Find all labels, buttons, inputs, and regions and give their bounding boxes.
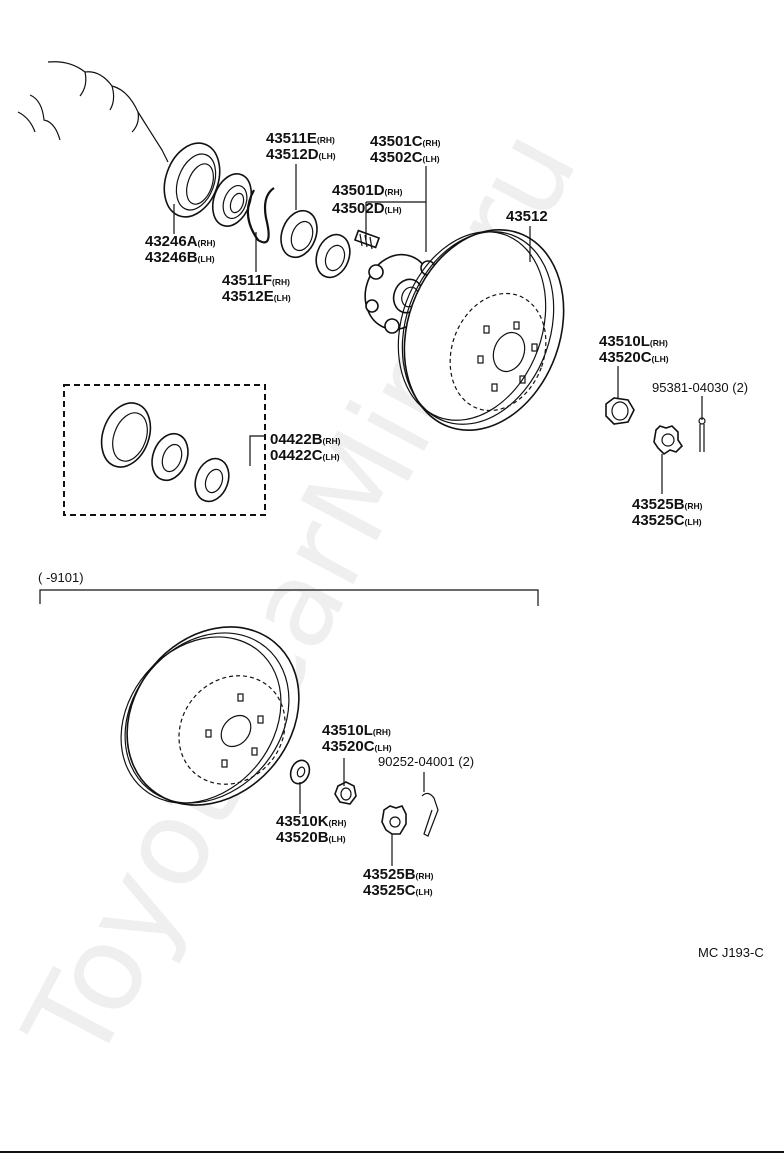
svg-text:43510K(RH): 43510K(RH) (276, 813, 347, 830)
svg-text:43501C(RH): 43501C(RH) (370, 133, 441, 150)
callout-43501D: 43501D(RH) (332, 182, 403, 199)
outer-bearing (315, 233, 351, 279)
callout-04422B: 04422B(RH) (270, 431, 341, 448)
callout-04422C: 04422C(LH) (270, 447, 340, 464)
hub-bolt (353, 229, 381, 250)
svg-text:43512E(LH): 43512E(LH) (222, 288, 291, 305)
nut-lock-cap-upper (653, 425, 684, 456)
svg-text:04422C(LH): 04422C(LH) (270, 447, 340, 464)
callout-43246A: 43246A(RH) (145, 233, 216, 250)
svg-text:43510L(RH): 43510L(RH) (599, 333, 668, 350)
callout-90252-04001: 90252-04001 (2) (378, 754, 474, 769)
range-label: ( -9101) (38, 570, 84, 585)
steering-knuckle (17, 61, 169, 163)
callout-43246B: 43246B(LH) (145, 249, 215, 266)
svg-text:95381-04030 (2): 95381-04030 (2) (652, 380, 748, 395)
bearing-kit-box (63, 384, 266, 516)
disc-rotor-upper (397, 228, 565, 432)
cotter-pin-upper (698, 417, 706, 452)
svg-text:43512: 43512 (506, 208, 548, 225)
kit-inner-bearing (151, 432, 189, 482)
svg-text:43246A(RH): 43246A(RH) (145, 233, 216, 250)
nut-lock-cap-lower (381, 805, 407, 835)
svg-text:43511E(RH): 43511E(RH) (266, 130, 335, 147)
hub-nut-upper (605, 397, 635, 425)
kit-oil-seal (100, 402, 152, 468)
snap-ring (246, 187, 275, 244)
callout-43512D: 43512D(LH) (266, 146, 336, 163)
callout-43510L-lower: 43510L(RH) (322, 722, 391, 739)
callout-43502C: 43502C(LH) (370, 149, 440, 166)
svg-text:43525C(LH): 43525C(LH) (632, 512, 702, 529)
callout-43511E: 43511E(RH) (266, 130, 335, 147)
svg-text:43246B(LH): 43246B(LH) (145, 249, 215, 266)
callout-43520C-upper: 43520C(LH) (599, 349, 669, 366)
callout-43525B-lower: 43525B(RH) (363, 866, 434, 883)
svg-text:43502C(LH): 43502C(LH) (370, 149, 440, 166)
svg-text:04422B(RH): 04422B(RH) (270, 431, 341, 448)
callout-43525B-upper: 43525B(RH) (632, 496, 703, 513)
disc-rotor-lower (120, 626, 300, 806)
bearing-race (280, 209, 318, 259)
callout-43502D: 43502D(LH) (332, 200, 402, 217)
callout-43520C-lower: 43520C(LH) (322, 738, 392, 755)
range-bracket (39, 589, 539, 606)
svg-text:90252-04001 (2): 90252-04001 (2) (378, 754, 474, 769)
callout-95381-04030: 95381-04030 (2) (652, 380, 748, 395)
svg-text:43501D(RH): 43501D(RH) (332, 182, 403, 199)
svg-text:43520C(LH): 43520C(LH) (322, 738, 392, 755)
washer-lower (289, 759, 311, 785)
cotter-pin-lower (421, 792, 439, 837)
callout-43510K: 43510K(RH) (276, 813, 347, 830)
svg-text:43525B(RH): 43525B(RH) (632, 496, 703, 513)
drawing-code: MC J193-C (698, 945, 764, 960)
svg-text:43510L(RH): 43510L(RH) (322, 722, 391, 739)
svg-text:43502D(LH): 43502D(LH) (332, 200, 402, 217)
callout-43512E: 43512E(LH) (222, 288, 291, 305)
svg-text:43525B(RH): 43525B(RH) (363, 866, 434, 883)
hub-nut-lower (334, 781, 357, 805)
svg-text:43520C(LH): 43520C(LH) (599, 349, 669, 366)
inner-bearing (211, 173, 253, 227)
kit-outer-bearing (194, 457, 230, 503)
callout-43501C: 43501C(RH) (370, 133, 441, 150)
svg-text:43520B(LH): 43520B(LH) (276, 829, 346, 846)
svg-text:43525C(LH): 43525C(LH) (363, 882, 433, 899)
callout-43520B: 43520B(LH) (276, 829, 346, 846)
callout-43510L-upper: 43510L(RH) (599, 333, 668, 350)
callout-43525C-lower: 43525C(LH) (363, 882, 433, 899)
svg-text:43512D(LH): 43512D(LH) (266, 146, 336, 163)
leader-lines (173, 164, 703, 866)
callout-43512: 43512 (506, 208, 548, 225)
callout-43525C-upper: 43525C(LH) (632, 512, 702, 529)
svg-text:43511F(RH): 43511F(RH) (222, 272, 290, 289)
callout-43511F: 43511F(RH) (222, 272, 290, 289)
